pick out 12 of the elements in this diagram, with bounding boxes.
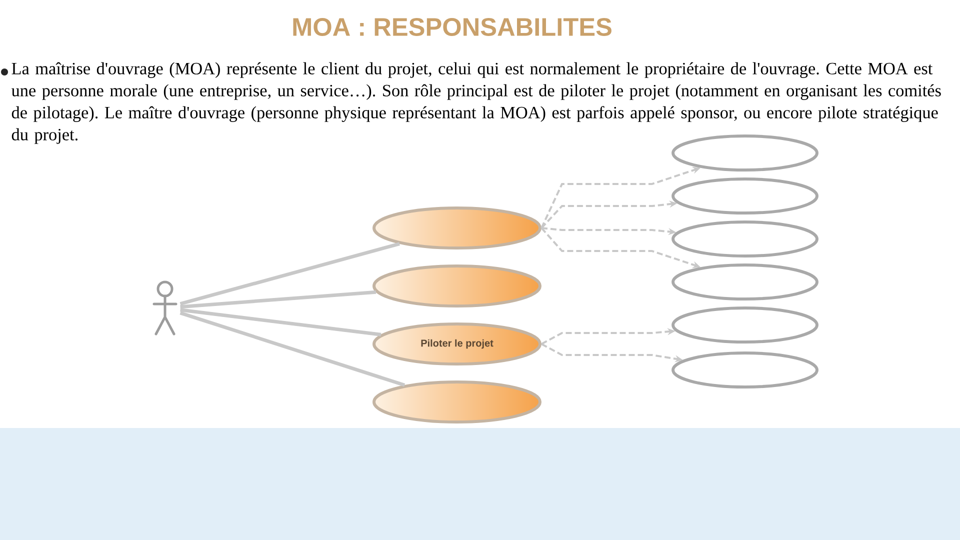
body-text: La maîtrise d'ouvrage (MOA) représente le client du projet, celui qui est normalement le propriétaire de l'ouvrage. Cette MOA est une personne morale (une entreprise, un service…). Son rôle principal est de piloter le projet (notamment en organisant les comités de pilotage). Le maître d'ouvrage (personne physique représentant la MOA) est parfois appelé sponsor, ou encore pilote stratégique du projet. <box>12 62 941 144</box>
use-case-ellipse <box>372 264 542 308</box>
use-case-ellipse <box>672 220 818 258</box>
title: MOA : RESPONSABILITES <box>293 18 612 36</box>
use-case-ellipse <box>672 264 818 300</box>
use-case-ellipse <box>672 306 818 344</box>
use-case-ellipse <box>672 178 818 214</box>
use-case-ellipse <box>672 134 818 172</box>
actor-figure <box>152 280 178 336</box>
use-case-ellipse <box>372 380 542 424</box>
use-case-ellipse <box>372 206 542 250</box>
use-case-ellipse <box>672 352 818 388</box>
